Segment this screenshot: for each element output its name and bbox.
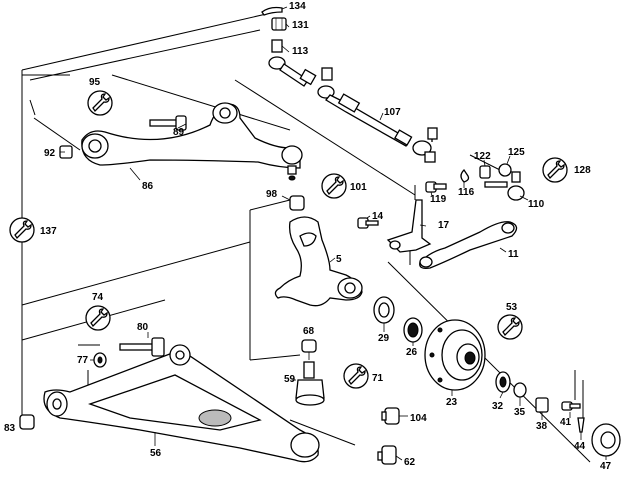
label-131: 131 — [292, 20, 309, 31]
upper-control-arm-86 — [81, 102, 303, 181]
wrench-icon-95 — [87, 90, 113, 116]
label-125: 125 — [508, 147, 525, 158]
label-41: 41 — [560, 417, 572, 428]
label-62: 62 — [404, 457, 416, 468]
nut-68 — [301, 339, 317, 353]
label-74: 74 — [92, 292, 104, 303]
nut-38 — [535, 397, 549, 413]
label-107: 107 — [384, 107, 401, 118]
bearing-26 — [403, 317, 423, 343]
pin-44 — [577, 417, 585, 433]
label-5: 5 — [336, 254, 342, 265]
cotter-pin-134 — [261, 6, 283, 16]
wrench-icon-71 — [343, 363, 369, 389]
label-29: 29 — [378, 333, 390, 344]
hub-cap-47 — [591, 423, 621, 457]
label-59: 59 — [284, 374, 296, 385]
nut-98 — [289, 195, 305, 211]
clip-116 — [460, 168, 470, 183]
label-98: 98 — [266, 189, 278, 200]
bolt-89 — [149, 115, 187, 131]
ball-joint-59 — [295, 361, 325, 406]
label-113: 113 — [292, 46, 309, 57]
washer-125 — [498, 163, 512, 177]
label-56: 56 — [150, 448, 162, 459]
label-35: 35 — [514, 407, 526, 418]
label-53: 53 — [506, 302, 518, 313]
bolt-119 — [425, 181, 447, 193]
label-83: 83 — [4, 423, 16, 434]
bolt-41 — [561, 401, 581, 411]
label-23: 23 — [446, 397, 458, 408]
washer-35 — [513, 382, 527, 398]
label-119: 119 — [430, 194, 447, 205]
wrench-icon-53 — [497, 314, 523, 340]
tie-rod-end-113 — [268, 39, 317, 87]
label-110: 110 — [528, 199, 545, 210]
label-77: 77 — [77, 355, 89, 366]
label-86: 86 — [142, 181, 154, 192]
label-14: 14 — [372, 211, 384, 222]
wrench-icon-101 — [321, 173, 347, 199]
wrench-icon-128 — [542, 157, 568, 183]
frame-lines — [21, 11, 591, 463]
label-80: 80 — [137, 322, 149, 333]
seal-29 — [373, 296, 395, 324]
washer-77 — [93, 352, 107, 368]
label-17: 17 — [438, 220, 450, 231]
steering-arm-17 — [386, 199, 432, 253]
tie-rod-107 — [317, 67, 438, 163]
steering-knuckle-5 — [274, 216, 363, 307]
label-101: 101 — [350, 182, 367, 193]
lower-control-arm-56 — [43, 344, 320, 463]
wheel-hub-23 — [424, 319, 486, 391]
nut-122 — [479, 165, 491, 179]
label-71: 71 — [372, 373, 384, 384]
leader-lines — [60, 6, 607, 461]
bolt-80 — [119, 337, 165, 357]
label-95: 95 — [89, 77, 101, 88]
label-92: 92 — [44, 148, 56, 159]
label-68: 68 — [303, 326, 315, 337]
label-11: 11 — [508, 249, 519, 260]
label-32: 32 — [492, 401, 504, 412]
wrench-icon-137 — [9, 217, 35, 243]
label-47: 47 — [600, 461, 612, 472]
label-122: 122 — [474, 151, 491, 162]
bushing-104 — [381, 407, 400, 425]
bushing-62 — [377, 445, 397, 465]
label-26: 26 — [406, 347, 418, 358]
label-137: 137 — [40, 226, 57, 237]
wrench-icon-74 — [85, 305, 111, 331]
label-104: 104 — [410, 413, 427, 424]
label-128: 128 — [574, 165, 591, 176]
label-38: 38 — [536, 421, 548, 432]
bearing-32 — [495, 371, 511, 393]
label-116: 116 — [458, 187, 475, 198]
drag-link-11 — [419, 221, 518, 270]
label-44: 44 — [574, 441, 586, 452]
nut-83 — [19, 414, 35, 430]
label-89: 89 — [173, 127, 185, 138]
castle-nut-131 — [271, 17, 287, 31]
tie-rod-end-110 — [484, 171, 525, 201]
label-134: 134 — [289, 1, 306, 12]
bolt-14 — [357, 217, 379, 229]
